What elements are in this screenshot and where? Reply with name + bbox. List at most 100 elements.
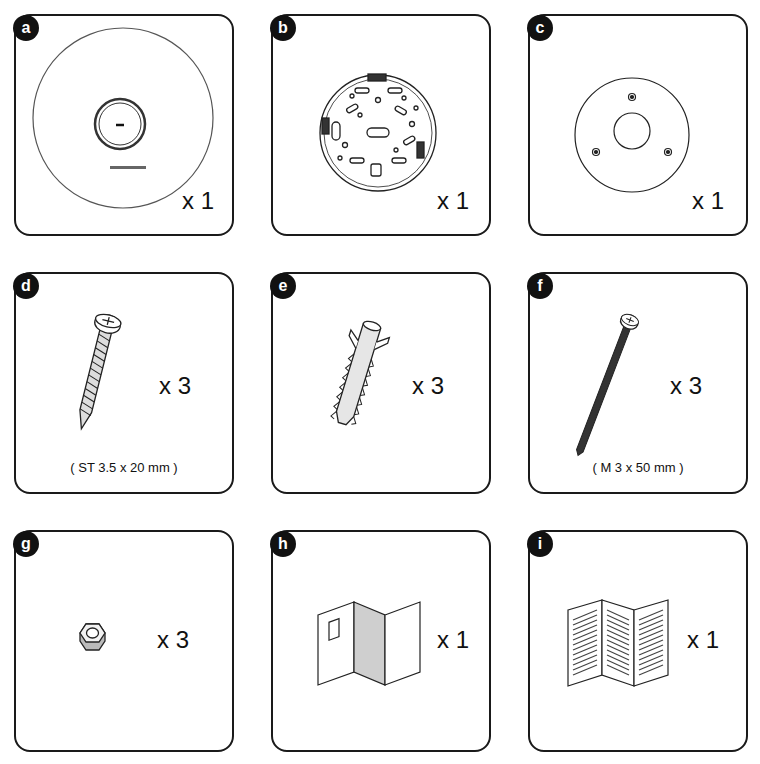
screw-thread bbox=[81, 402, 94, 409]
screw-thread bbox=[86, 382, 99, 389]
text-line bbox=[639, 630, 663, 640]
anchor-rib bbox=[342, 372, 369, 387]
instruction-booklet bbox=[568, 600, 668, 686]
text-line bbox=[607, 610, 629, 620]
anchor-rib bbox=[330, 410, 357, 425]
text-line bbox=[573, 660, 597, 670]
callout-letter: i bbox=[538, 536, 542, 552]
text-line bbox=[639, 635, 663, 645]
text-line bbox=[607, 660, 629, 670]
quantity-label: x 1 bbox=[687, 627, 719, 653]
quantity-label: x 1 bbox=[437, 627, 469, 653]
text-line bbox=[573, 615, 597, 625]
text-line bbox=[573, 645, 597, 655]
text-line bbox=[639, 655, 663, 665]
part-panel: x 3 ( M 3 x 50 mm ) f bbox=[528, 272, 748, 494]
callout-letter: f bbox=[537, 278, 542, 294]
callout-letter: d bbox=[21, 278, 31, 294]
callout-badge: b bbox=[270, 15, 296, 41]
dimension-label: ( M 3 x 50 mm ) bbox=[592, 460, 683, 476]
quantity-label: x 3 bbox=[412, 373, 444, 399]
text-line bbox=[607, 655, 629, 665]
callout-badge: a bbox=[13, 15, 39, 41]
part-panel: x 1 c bbox=[528, 14, 748, 236]
text-line bbox=[607, 635, 629, 645]
part-panel: x 3 g bbox=[14, 530, 234, 752]
callout-letter: e bbox=[279, 278, 288, 294]
text-line bbox=[607, 625, 629, 635]
text-line bbox=[607, 645, 629, 655]
text-line bbox=[573, 630, 597, 640]
text-line bbox=[607, 615, 629, 625]
callout-badge: g bbox=[13, 531, 39, 557]
screw-thread bbox=[98, 334, 111, 341]
callout-letter: g bbox=[21, 536, 31, 552]
part-panel: x 3 e bbox=[271, 272, 491, 494]
hex-nut bbox=[80, 624, 105, 650]
callout-letter: h bbox=[278, 536, 288, 552]
screw-thread bbox=[79, 409, 92, 416]
text-line bbox=[607, 640, 629, 650]
text-line bbox=[639, 645, 663, 655]
quantity-label: x 3 bbox=[157, 627, 189, 653]
text-line bbox=[639, 660, 663, 670]
callout-badge: d bbox=[13, 273, 39, 299]
text-line bbox=[639, 620, 663, 630]
screw-thread bbox=[91, 361, 104, 368]
text-line bbox=[573, 640, 597, 650]
part-panel: x 1 b bbox=[271, 14, 491, 236]
callout-badge: e bbox=[270, 273, 296, 299]
anchor-rib bbox=[333, 401, 360, 416]
mounting-bracket bbox=[320, 74, 436, 191]
text-line bbox=[573, 625, 597, 635]
tapping-screw bbox=[69, 312, 123, 432]
screw-thread bbox=[83, 395, 96, 402]
callout-letter: a bbox=[22, 20, 31, 36]
screw-thread bbox=[96, 341, 109, 348]
anchor-rib bbox=[345, 362, 372, 377]
callout-badge: h bbox=[270, 531, 296, 557]
text-line bbox=[607, 665, 629, 675]
quantity-label: x 3 bbox=[159, 373, 191, 399]
text-line bbox=[573, 665, 597, 675]
screw-thread bbox=[89, 368, 102, 375]
quick-guide-leaflet bbox=[318, 602, 420, 685]
machine-screw bbox=[570, 312, 641, 458]
part-panel: x 1 i bbox=[528, 530, 748, 752]
text-line bbox=[573, 620, 597, 630]
text-line bbox=[607, 620, 629, 630]
text-line bbox=[607, 650, 629, 660]
text-line bbox=[573, 635, 597, 645]
text-line bbox=[639, 665, 663, 675]
anchor-rib bbox=[339, 381, 366, 396]
callout-letter: c bbox=[536, 20, 545, 36]
callout-letter: b bbox=[278, 20, 288, 36]
anchor-rib bbox=[348, 353, 375, 368]
text-line bbox=[639, 610, 663, 620]
text-line bbox=[573, 655, 597, 665]
quantity-label: x 1 bbox=[182, 188, 214, 214]
screw-thread bbox=[93, 355, 106, 362]
anchor-rib bbox=[336, 391, 363, 406]
screw-thread bbox=[94, 348, 107, 355]
part-panel: x 1 h bbox=[271, 530, 491, 752]
part-panel: x 3 ( ST 3.5 x 20 mm ) d bbox=[14, 272, 234, 494]
screw-thread bbox=[84, 388, 97, 395]
text-line bbox=[573, 610, 597, 620]
text-line bbox=[639, 625, 663, 635]
quantity-label: x 1 bbox=[437, 188, 469, 214]
quantity-label: x 1 bbox=[692, 188, 724, 214]
dimension-label: ( ST 3.5 x 20 mm ) bbox=[70, 460, 177, 476]
wall-anchor bbox=[324, 317, 392, 430]
text-line bbox=[639, 650, 663, 660]
callout-badge: i bbox=[527, 531, 553, 557]
quantity-label: x 3 bbox=[670, 373, 702, 399]
part-panel: x 1 a bbox=[14, 14, 234, 236]
callout-badge: f bbox=[527, 273, 553, 299]
ceiling-plate bbox=[575, 78, 689, 192]
screw-thread bbox=[88, 375, 101, 382]
callout-badge: c bbox=[527, 15, 553, 41]
text-line bbox=[639, 640, 663, 650]
